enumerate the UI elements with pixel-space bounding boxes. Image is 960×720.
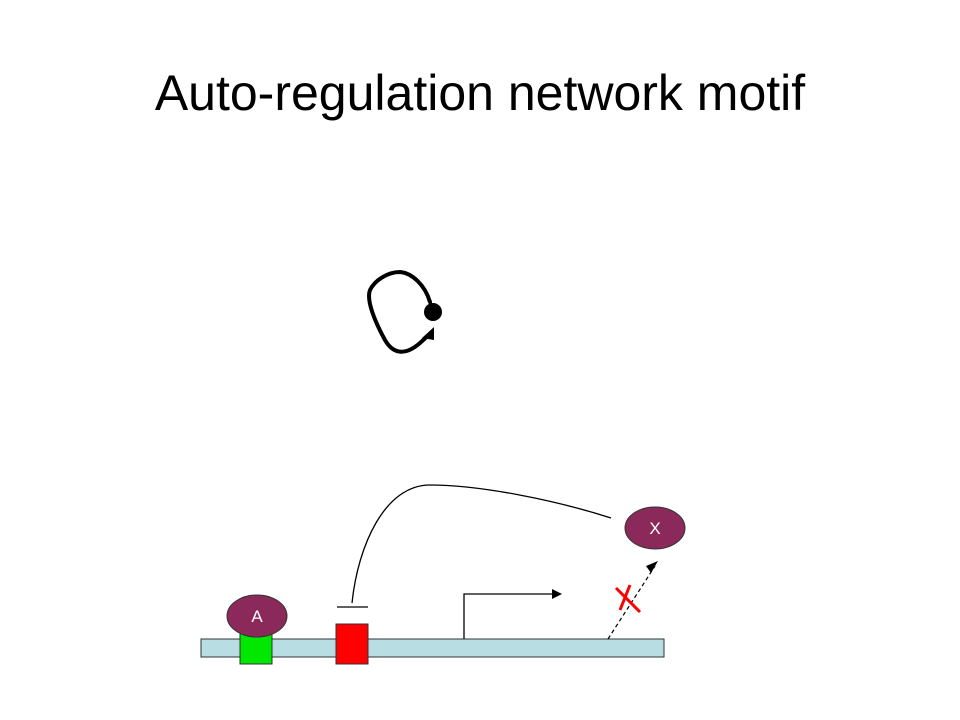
self-loop-arrow (367, 269, 434, 354)
transcription-start-arrow (463, 589, 562, 639)
product-label: X (649, 519, 660, 538)
repression-curve (351, 484, 612, 604)
product-protein: X (624, 506, 686, 550)
slide-title: Auto-regulation network motif (154, 65, 806, 121)
self-loop-motif (367, 269, 442, 354)
dna-strand (200, 638, 665, 658)
blocked-x-mark (614, 584, 642, 614)
activator-label: A (251, 607, 263, 626)
self-loop-arrowhead (422, 327, 434, 340)
motif-node (424, 303, 442, 321)
activator-node (226, 594, 288, 638)
repressor-binding-site (335, 623, 369, 665)
blocked-production-arrowhead (646, 561, 658, 573)
product-node (624, 506, 686, 550)
activator-protein: A (226, 594, 288, 638)
gene-circuit: A X (200, 484, 686, 665)
